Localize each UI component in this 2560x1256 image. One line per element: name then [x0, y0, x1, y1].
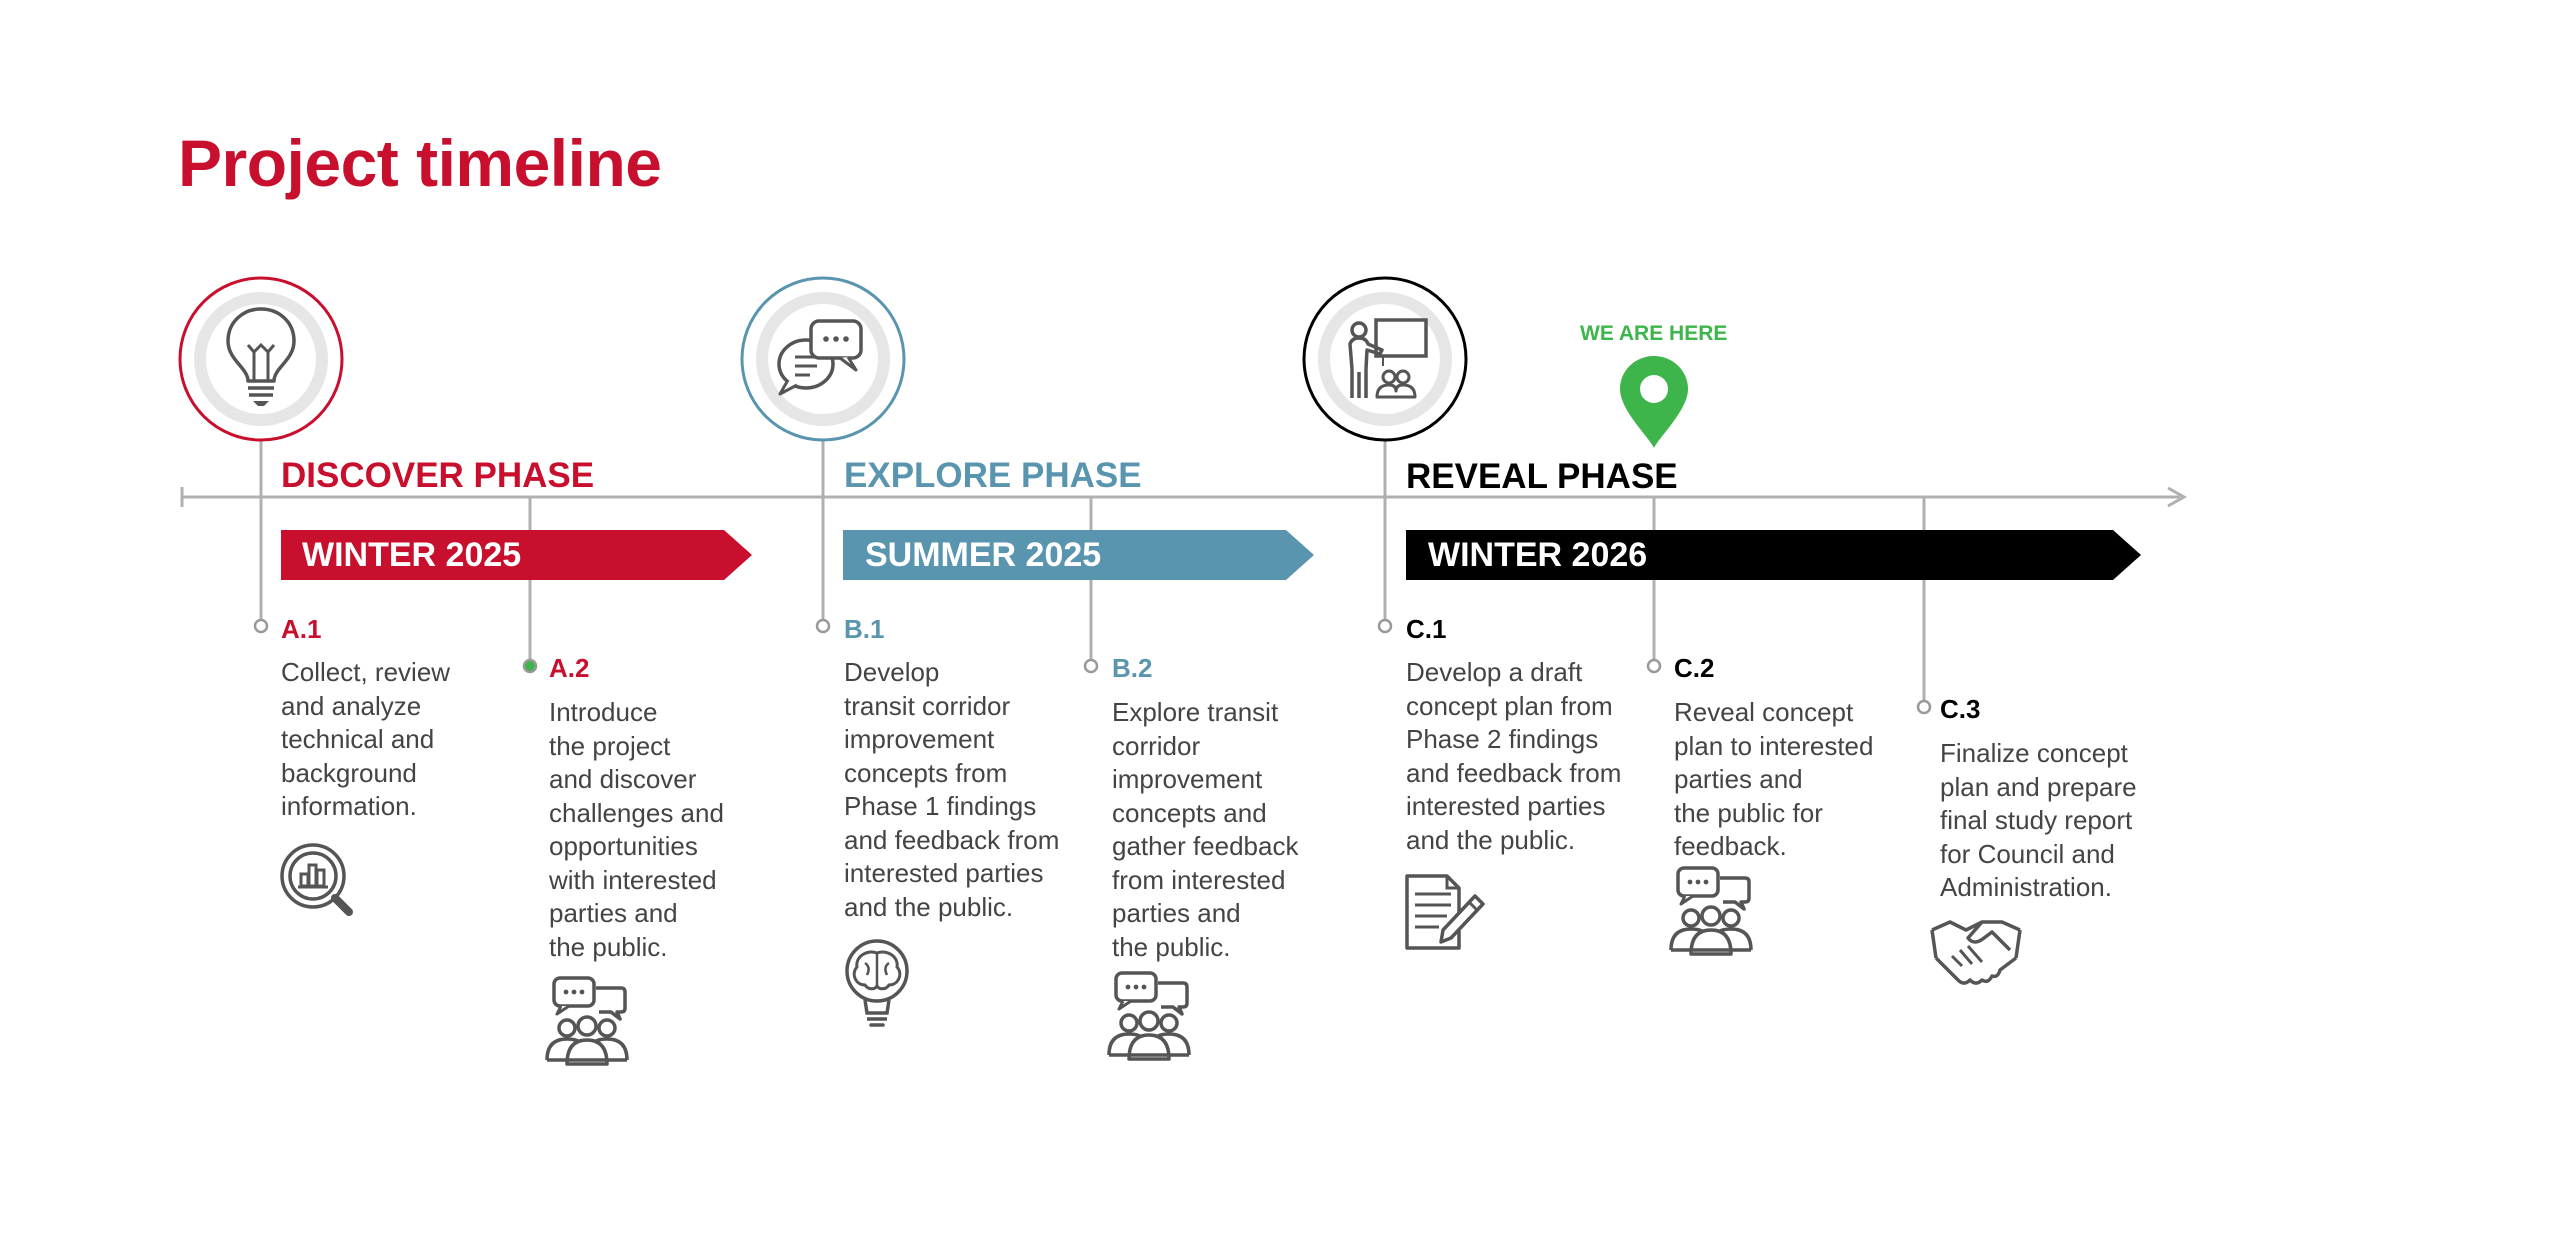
milestone-description: Explore transit corridor improvement con… — [1112, 697, 1299, 962]
milestone-label: C.2 — [1674, 653, 1715, 683]
season-arrow-reveal — [1406, 530, 2141, 580]
group-chat-icon — [1107, 971, 1191, 1061]
milestone-label: B.1 — [844, 614, 885, 644]
milestone-label: A.1 — [281, 614, 322, 644]
season-arrow-discover — [281, 530, 752, 580]
phase-title-discover: DISCOVER PHASE — [281, 456, 595, 495]
milestone-label: B.2 — [1112, 653, 1153, 683]
lightbulb-icon — [226, 307, 296, 406]
milestone-label: C.1 — [1406, 614, 1447, 644]
milestone-label: A.2 — [549, 653, 590, 683]
chat-bubbles-icon — [777, 319, 863, 396]
phase-badge-reveal — [1302, 276, 1468, 442]
magnifier-chart-icon — [282, 845, 349, 912]
milestone-description: Collect, review and analyze technical an… — [281, 657, 451, 821]
phase-badge-explore — [740, 276, 906, 442]
season-arrow-explore — [843, 530, 1314, 580]
connector-lines — [259, 440, 1926, 700]
location-pin-icon — [1620, 356, 1688, 448]
season-label-discover: WINTER 2025 — [302, 536, 522, 574]
page-title: Project timeline — [178, 126, 662, 200]
milestone-label: C.3 — [1940, 694, 1981, 724]
brain-bulb-icon — [845, 939, 909, 1027]
season-label-explore: SUMMER 2025 — [865, 536, 1102, 574]
group-chat-icon — [545, 976, 629, 1066]
phase-title-explore: EXPLORE PHASE — [844, 456, 1142, 495]
handshake-icon — [1930, 920, 2022, 985]
milestone-dots — [253, 618, 1932, 715]
milestone-description: Finalize concept plan and prepare final … — [1940, 738, 2137, 902]
season-label-reveal: WINTER 2026 — [1428, 536, 1648, 574]
document-edit-icon — [1405, 874, 1485, 950]
milestone-description: Develop a draft concept plan from Phase … — [1406, 657, 1622, 855]
timeline-axis — [180, 486, 2188, 508]
presentation-icon — [1348, 318, 1428, 399]
group-chat-icon — [1669, 866, 1753, 956]
milestone-description: Introduce the project and discover chall… — [549, 697, 724, 962]
phase-badge-discover — [178, 276, 344, 442]
milestone-description: Reveal concept plan to interested partie… — [1674, 697, 1874, 861]
we-are-here-label: WE ARE HERE — [1580, 322, 1728, 345]
phase-title-reveal: REVEAL PHASE — [1406, 457, 1678, 496]
milestone-description: Develop transit corridor improvement con… — [844, 657, 1060, 922]
